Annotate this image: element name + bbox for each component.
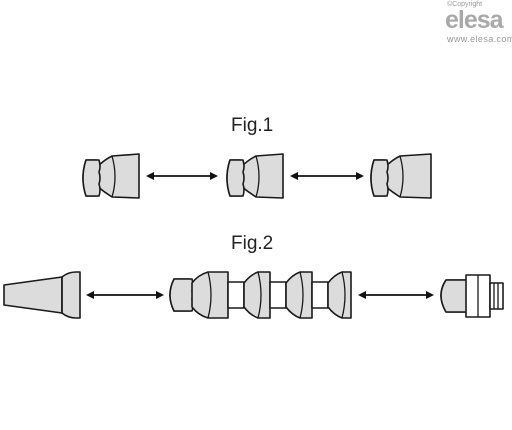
fig2-title: Fig.2 xyxy=(231,233,274,254)
fig1-segment-1 xyxy=(82,153,140,199)
fig2-round-nozzle xyxy=(3,271,81,319)
fig1-title: Fig.1 xyxy=(231,115,274,136)
fig1-segment-2 xyxy=(226,153,284,199)
copyright-text: ©Copyright xyxy=(447,1,483,8)
fig1-segment-3 xyxy=(370,153,432,199)
brand-logo: elesa xyxy=(445,6,504,34)
brand-url: www.elesa.com xyxy=(447,34,512,44)
fig2-hose-assembly xyxy=(169,271,352,319)
fig2-threaded-connector xyxy=(440,274,504,318)
